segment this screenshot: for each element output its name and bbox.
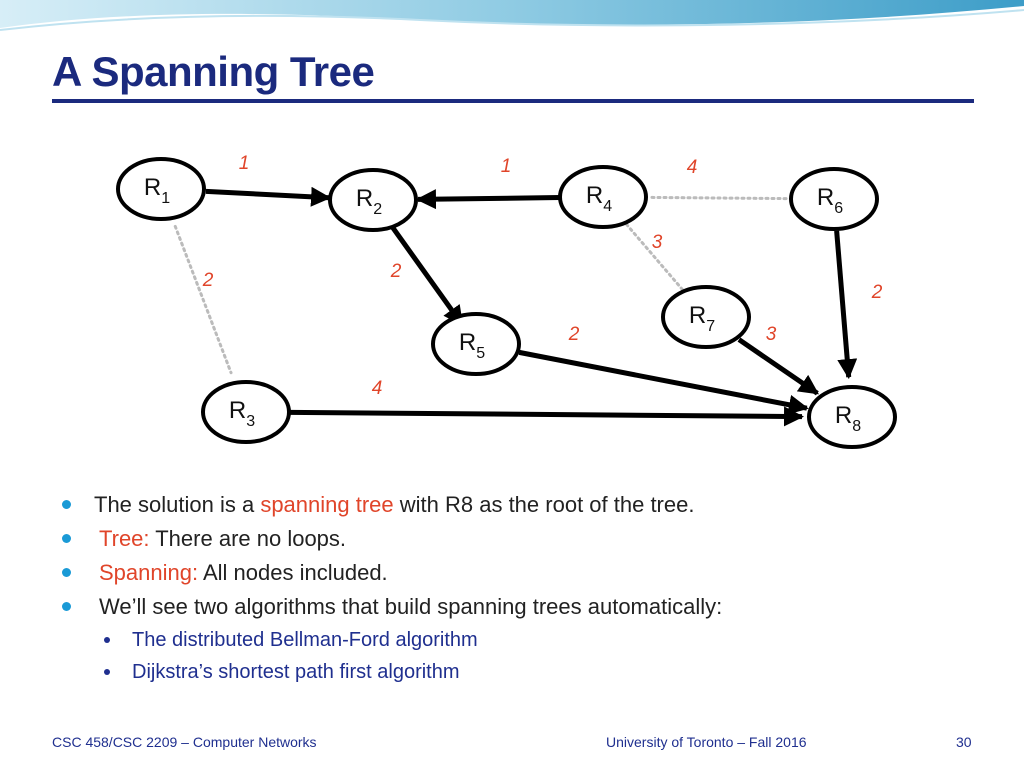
router-node-r5: R5 [431, 312, 521, 376]
bullet-dot-icon [62, 534, 71, 543]
edge-weight-label: 2 [202, 270, 214, 291]
node-circle [328, 168, 418, 232]
bullet-text: All nodes included. [198, 560, 388, 585]
node-circle [116, 157, 206, 221]
bullet-dot-icon [62, 568, 71, 577]
node-circle [661, 285, 751, 349]
edge-r3-r8 [289, 406, 805, 427]
edge-r4-r2 [415, 189, 561, 210]
edge-r1-r3 [173, 224, 233, 375]
router-node-r1: R1 [116, 157, 206, 221]
edge-weight-label: 2 [390, 261, 402, 282]
header-wave-decoration [0, 0, 1024, 31]
bullet-dot-icon [62, 500, 71, 509]
edge-r7-r8 [737, 337, 819, 396]
sub-bullet-text: Dijkstra’s shortest path first algorithm [132, 661, 460, 683]
edge-r6-r8 [834, 230, 858, 380]
bullet-item: The solution is a spanning tree with R8 … [62, 488, 962, 522]
slide-title: A Spanning Tree [52, 48, 375, 95]
sub-bullet-item: The distributed Bellman-Ford algorithm [62, 624, 962, 656]
router-node-r6: R6 [789, 167, 879, 231]
edge-r1-r2 [205, 186, 332, 207]
edge-r4-r7 [624, 222, 685, 292]
edge-weight-label: 2 [871, 282, 883, 303]
edge-r4-r6 [650, 195, 791, 201]
edge-weight-label: 3 [652, 232, 663, 253]
sub-bullet-item: Dijkstra’s shortest path first algorithm [62, 656, 962, 688]
footer-university: University of Toronto – Fall 2016 [606, 734, 807, 750]
sub-bullet-dot-icon [104, 637, 110, 643]
edge-weight-label: 3 [766, 324, 777, 345]
bullet-text: There are no loops. [149, 526, 347, 551]
edge-weight-label: 4 [372, 378, 383, 399]
bullet-item: Tree: There are no loops. [62, 522, 962, 556]
router-node-r8: R8 [807, 385, 897, 449]
edges-layer [173, 186, 858, 427]
node-circle [558, 165, 648, 229]
edge-r2-r5 [390, 225, 465, 327]
bullet-highlight: Spanning: [99, 560, 199, 585]
sub-bullet-text: The distributed Bellman-Ford algorithm [132, 629, 478, 651]
edge-weight-label: 1 [239, 153, 250, 174]
footer-page-number: 30 [956, 734, 972, 750]
node-circle [789, 167, 879, 231]
node-circle [807, 385, 897, 449]
edge-r5-r8 [518, 349, 809, 415]
bullet-text: We’ll see two algorithms that build span… [99, 594, 723, 619]
edge-weight-label: 1 [501, 156, 512, 177]
title-underline [52, 99, 974, 103]
bullet-list: The solution is a spanning tree with R8 … [62, 488, 962, 688]
router-node-r7: R7 [661, 285, 751, 349]
bullet-dot-icon [62, 602, 71, 611]
bullet-item: We’ll see two algorithms that build span… [62, 590, 962, 624]
router-node-r2: R2 [328, 168, 418, 232]
bullet-text: The solution is a [94, 492, 261, 517]
bullet-text: with R8 as the root of the tree. [393, 492, 695, 517]
sub-bullet-dot-icon [104, 669, 110, 675]
router-node-r3: R3 [201, 380, 291, 444]
bullet-item: Spanning: All nodes included. [62, 556, 962, 590]
edge-weight-label: 4 [687, 157, 698, 178]
edge-weight-label: 2 [568, 324, 580, 345]
node-circle [201, 380, 291, 444]
node-circle [431, 312, 521, 376]
router-node-r4: R4 [558, 165, 648, 229]
edge-weights-layer: 1 1 4 2 2 3 2 2 3 4 [202, 153, 883, 399]
footer-course: CSC 458/CSC 2209 – Computer Networks [52, 734, 317, 750]
bullet-highlight: Tree: [99, 526, 150, 551]
bullet-highlight: spanning tree [260, 492, 394, 517]
